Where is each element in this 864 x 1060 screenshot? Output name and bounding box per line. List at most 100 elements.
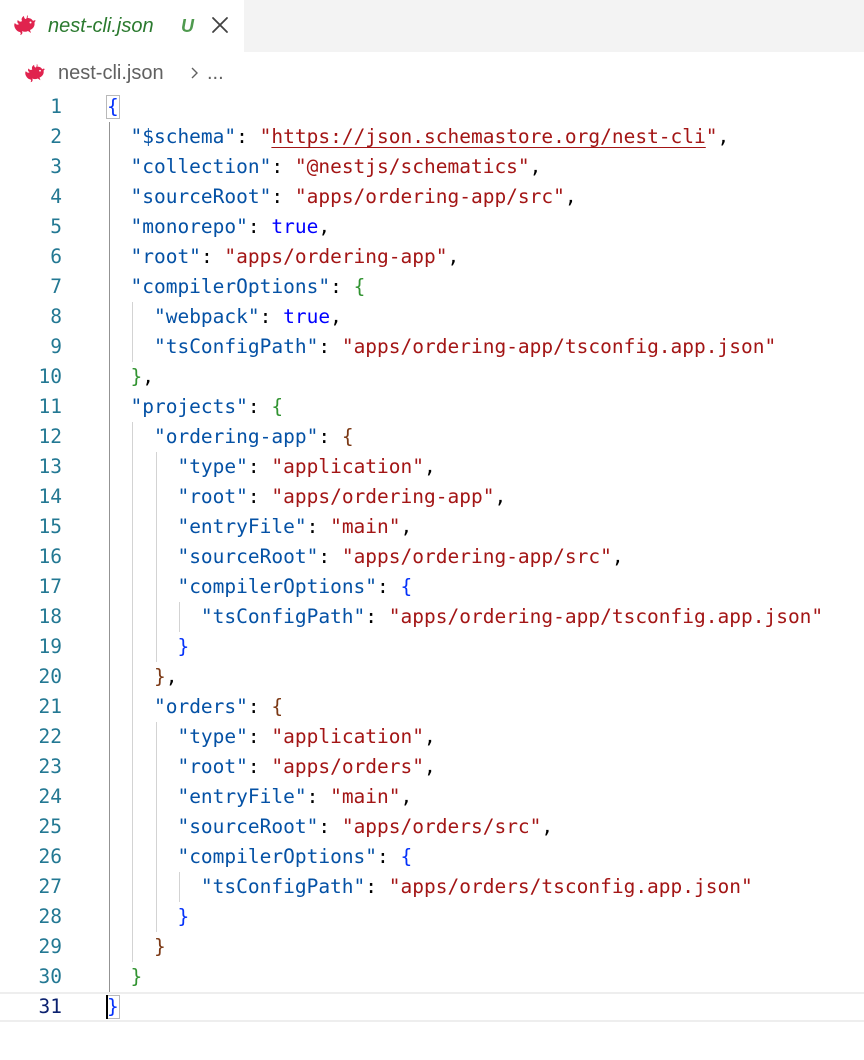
breadcrumb: nest-cli.json ... bbox=[0, 52, 864, 92]
code-line[interactable]: 6 "root": "apps/ordering-app", bbox=[0, 242, 864, 272]
code-line[interactable]: 14 "root": "apps/ordering-app", bbox=[0, 482, 864, 512]
code-line[interactable]: 26 "compilerOptions": { bbox=[0, 842, 864, 872]
code-token: , bbox=[142, 365, 154, 388]
code-token: { bbox=[271, 695, 284, 718]
code-line[interactable]: 4 "sourceRoot": "apps/ordering-app/src", bbox=[0, 182, 864, 212]
code-token: } bbox=[130, 965, 143, 988]
code-token: "tsConfigPath" bbox=[153, 335, 319, 358]
code-token: "root" bbox=[177, 485, 248, 508]
line-number: 31 bbox=[38, 995, 62, 1018]
line-number: 13 bbox=[38, 455, 62, 478]
code-token bbox=[107, 965, 130, 988]
line-content: "compilerOptions": { bbox=[107, 572, 412, 602]
code-line[interactable]: 27 "tsConfigPath": "apps/orders/tsconfig… bbox=[0, 872, 864, 902]
code-token: , bbox=[564, 185, 577, 208]
code-token bbox=[107, 425, 154, 448]
code-token bbox=[107, 875, 201, 898]
code-token: " bbox=[259, 125, 272, 148]
code-line[interactable]: 21 "orders": { bbox=[0, 692, 864, 722]
code-token: { bbox=[400, 845, 413, 868]
breadcrumb-more[interactable]: ... bbox=[207, 62, 224, 84]
bracket-match-highlight bbox=[106, 995, 120, 1019]
code-line[interactable]: 30 } bbox=[0, 962, 864, 992]
code-line[interactable]: 28 } bbox=[0, 902, 864, 932]
code-token: , bbox=[494, 485, 507, 508]
bracket-match-highlight bbox=[106, 95, 120, 119]
code-line[interactable]: 7 "compilerOptions": { bbox=[0, 272, 864, 302]
code-token: { bbox=[353, 275, 366, 298]
code-token bbox=[107, 455, 177, 478]
line-number: 19 bbox=[38, 635, 62, 658]
code-token: true bbox=[283, 305, 331, 328]
code-line[interactable]: 17 "compilerOptions": { bbox=[0, 572, 864, 602]
code-token: , bbox=[400, 515, 413, 538]
code-token: : bbox=[247, 725, 272, 748]
line-content: } bbox=[107, 632, 189, 662]
code-token: " bbox=[705, 125, 718, 148]
code-editor[interactable]: 1{2 "$schema": "https://json.schemastore… bbox=[0, 92, 864, 1060]
code-line[interactable]: 15 "entryFile": "main", bbox=[0, 512, 864, 542]
code-line[interactable]: 9 "tsConfigPath": "apps/ordering-app/tsc… bbox=[0, 332, 864, 362]
line-content: "tsConfigPath": "apps/ordering-app/tscon… bbox=[107, 602, 823, 632]
code-line[interactable]: 12 "ordering-app": { bbox=[0, 422, 864, 452]
line-content: } bbox=[107, 994, 119, 1020]
code-line[interactable]: 10 }, bbox=[0, 362, 864, 392]
breadcrumb-file[interactable]: nest-cli.json bbox=[58, 62, 164, 84]
code-line[interactable]: 8 "webpack": true, bbox=[0, 302, 864, 332]
line-content: "sourceRoot": "apps/orders/src", bbox=[107, 812, 553, 842]
line-number: 28 bbox=[38, 905, 62, 928]
line-number: 20 bbox=[38, 665, 62, 688]
indent-guide bbox=[132, 422, 134, 962]
code-line[interactable]: 25 "sourceRoot": "apps/orders/src", bbox=[0, 812, 864, 842]
code-line[interactable]: 20 }, bbox=[0, 662, 864, 692]
code-token bbox=[107, 665, 154, 688]
code-line[interactable]: 19 } bbox=[0, 632, 864, 662]
code-token: "entryFile" bbox=[177, 785, 307, 808]
code-token: "sourceRoot" bbox=[177, 545, 319, 568]
code-token: "apps/ordering-app/src" bbox=[341, 545, 612, 568]
code-token: { bbox=[271, 395, 284, 418]
code-token: "apps/ordering-app/tsconfig.app.json" bbox=[341, 335, 777, 358]
tab-nest-cli-json[interactable]: nest-cli.json U bbox=[0, 0, 244, 52]
code-token bbox=[107, 935, 154, 958]
code-line[interactable]: 2 "$schema": "https://json.schemastore.o… bbox=[0, 122, 864, 152]
code-line[interactable]: 24 "entryFile": "main", bbox=[0, 782, 864, 812]
line-content: "root": "apps/ordering-app", bbox=[107, 482, 506, 512]
indent-guide bbox=[179, 602, 181, 632]
code-token: "root" bbox=[177, 755, 248, 778]
code-line[interactable]: 18 "tsConfigPath": "apps/ordering-app/ts… bbox=[0, 602, 864, 632]
code-token bbox=[107, 755, 177, 778]
indent-guide bbox=[179, 872, 181, 902]
code-line[interactable]: 22 "type": "application", bbox=[0, 722, 864, 752]
code-token: "apps/ordering-app/src" bbox=[294, 185, 565, 208]
code-token bbox=[107, 845, 177, 868]
line-content: "compilerOptions": { bbox=[107, 272, 365, 302]
code-token: "type" bbox=[177, 725, 248, 748]
code-line[interactable]: 3 "collection": "@nestjs/schematics", bbox=[0, 152, 864, 182]
code-line[interactable]: 23 "root": "apps/orders", bbox=[0, 752, 864, 782]
code-token: : bbox=[259, 305, 284, 328]
code-token: : bbox=[247, 485, 272, 508]
code-line[interactable]: 29 } bbox=[0, 932, 864, 962]
code-line[interactable]: 16 "sourceRoot": "apps/ordering-app/src"… bbox=[0, 542, 864, 572]
line-number: 30 bbox=[38, 965, 62, 988]
code-line[interactable]: 5 "monorepo": true, bbox=[0, 212, 864, 242]
code-token bbox=[107, 365, 130, 388]
line-number: 16 bbox=[38, 545, 62, 568]
line-number: 21 bbox=[38, 695, 62, 718]
code-token: , bbox=[529, 155, 542, 178]
line-number: 17 bbox=[38, 575, 62, 598]
close-icon[interactable] bbox=[208, 13, 232, 37]
code-token: "tsConfigPath" bbox=[200, 605, 366, 628]
code-line[interactable]: 13 "type": "application", bbox=[0, 452, 864, 482]
code-token: : bbox=[306, 515, 331, 538]
code-line[interactable]: 11 "projects": { bbox=[0, 392, 864, 422]
code-token bbox=[107, 815, 177, 838]
line-number: 7 bbox=[50, 275, 62, 298]
code-line[interactable]: 1{ bbox=[0, 92, 864, 122]
code-token: "application" bbox=[271, 455, 425, 478]
code-line[interactable]: 31} bbox=[0, 992, 864, 1022]
line-content: "sourceRoot": "apps/ordering-app/src", bbox=[107, 542, 623, 572]
code-token: true bbox=[271, 215, 319, 238]
code-token bbox=[107, 695, 154, 718]
